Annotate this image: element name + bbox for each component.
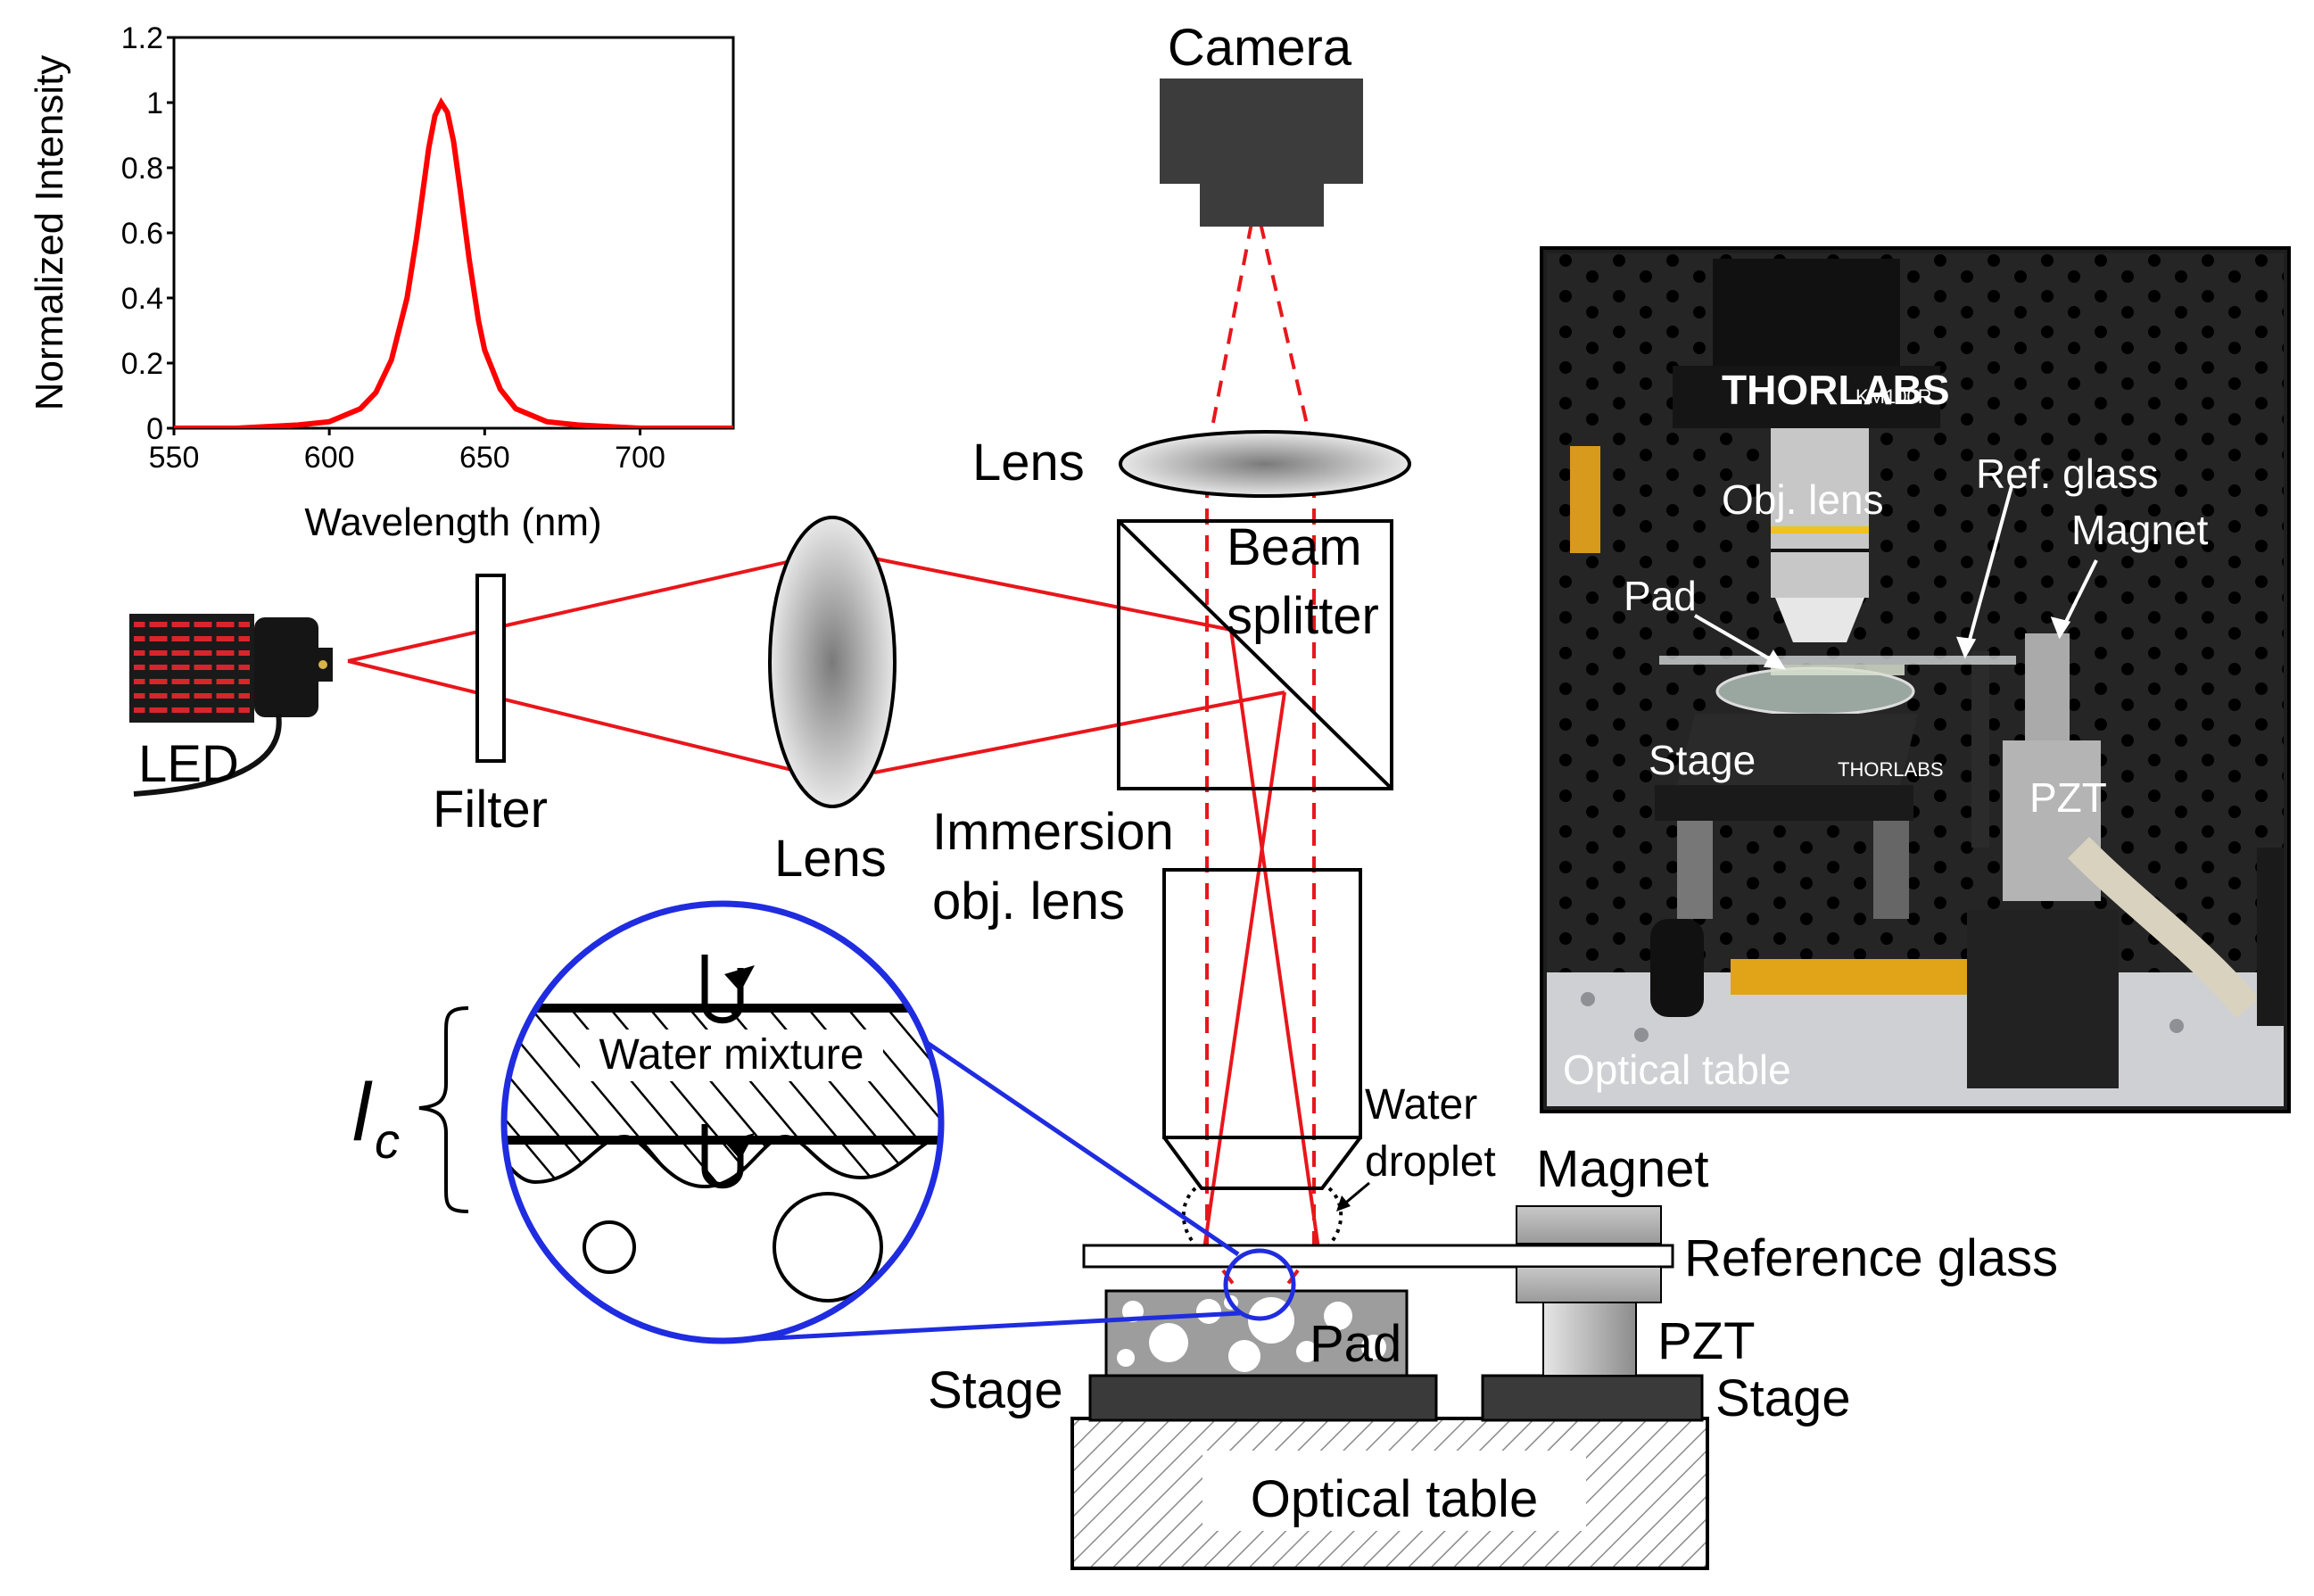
filter: Filter: [433, 574, 548, 839]
y-tick-label: 0.2: [121, 347, 163, 381]
y-tick-label: 1: [146, 87, 163, 120]
svg-text:Immersion: Immersion: [932, 803, 1174, 861]
lc-bracket: l c: [352, 1006, 469, 1213]
svg-text:THORLABS: THORLABS: [1838, 758, 1944, 781]
y-tick-label: 0: [146, 412, 163, 446]
x-tick-labels: 550 600 650 700: [149, 441, 665, 475]
y-tick-label: 1.2: [121, 21, 163, 55]
x-tick-label: 600: [304, 441, 355, 475]
stage-right: Stage: [1481, 1369, 1851, 1427]
y-axis-title: Normalized Intensity: [28, 55, 71, 411]
svg-text:LED: LED: [138, 735, 239, 793]
svg-text:obj. lens: obj. lens: [932, 872, 1125, 930]
left-lens: Lens: [768, 516, 897, 888]
magnifier: Water mixture: [500, 900, 1296, 1344]
plot-frame: [172, 36, 735, 430]
svg-text:Lens: Lens: [774, 830, 887, 888]
svg-text:Magnet: Magnet: [1536, 1140, 1708, 1198]
svg-text:PZT: PZT: [2029, 774, 2107, 821]
svg-text:Water mixture: Water mixture: [599, 1031, 864, 1079]
svg-text:THORLABS: THORLABS: [1722, 367, 1950, 413]
optical-table: Optical table: [1070, 1417, 1709, 1570]
led-source: LED: [129, 614, 333, 797]
svg-text:Pad: Pad: [1624, 573, 1697, 619]
spectrum-chart: 0 0.2 0.4 0.6 0.8 1 1.2 550 600 650 700 Wavelengt…: [28, 21, 735, 544]
svg-text:KM100R: KM100R: [1855, 385, 1932, 408]
stage-left: Stage: [928, 1361, 1438, 1422]
y-tick-label: 0.4: [121, 282, 163, 316]
spectrum-line: [174, 96, 733, 428]
x-axis-title: Wavelength (nm): [304, 500, 601, 544]
svg-text:Water: Water: [1365, 1081, 1477, 1129]
svg-text:Optical table: Optical table: [1563, 1046, 1791, 1093]
svg-text:Camera: Camera: [1168, 19, 1352, 77]
y-tick-labels: 0 0.2 0.4 0.6 0.8 1 1.2: [121, 21, 163, 446]
x-tick-label: 650: [459, 441, 510, 475]
svg-text:Pad: Pad: [1310, 1315, 1401, 1373]
svg-text:Lens: Lens: [972, 434, 1085, 492]
camera: Camera: [1160, 19, 1363, 227]
immersion-objective: Immersion obj. lens: [932, 803, 1362, 1246]
svg-text:droplet: droplet: [1365, 1138, 1496, 1186]
water-droplet-label: Water droplet: [1336, 1081, 1496, 1211]
svg-text:Ref. glass: Ref. glass: [1976, 451, 2159, 497]
pad: Pad: [1104, 1289, 1409, 1377]
beam-splitter: Beam splitter: [1117, 518, 1393, 790]
tick-marks: [167, 36, 641, 435]
svg-text:PZT: PZT: [1657, 1312, 1756, 1370]
x-tick-label: 700: [615, 441, 665, 475]
svg-text:Stage: Stage: [928, 1361, 1063, 1419]
y-tick-label: 0.6: [121, 217, 163, 251]
reference-glass: Reference glass: [1082, 1229, 2058, 1287]
illumination-beam: [347, 557, 1320, 1250]
pzt: PZT: [1542, 1302, 1756, 1377]
svg-text:Stage: Stage: [1649, 737, 1756, 783]
svg-text:splitter: splitter: [1227, 587, 1379, 645]
svg-text:Magnet: Magnet: [2071, 507, 2209, 553]
svg-text:l: l: [352, 1067, 373, 1158]
svg-text:Filter: Filter: [433, 781, 548, 839]
svg-text:Reference glass: Reference glass: [1684, 1229, 2058, 1287]
svg-text:Beam: Beam: [1227, 518, 1362, 576]
svg-text:Optical table: Optical table: [1251, 1470, 1538, 1528]
x-tick-label: 550: [149, 441, 200, 475]
top-lens: Lens: [972, 430, 1411, 498]
setup-photo: THORLABS KM100R THORLABS Obj. lens: [1540, 246, 2291, 1113]
svg-text:c: c: [375, 1112, 400, 1169]
imaging-beam: [1205, 222, 1316, 1322]
svg-text:Obj. lens: Obj. lens: [1722, 476, 1884, 523]
magnet: Magnet: [1516, 1140, 1708, 1303]
svg-text:Stage: Stage: [1715, 1369, 1851, 1427]
y-tick-label: 0.8: [121, 152, 163, 186]
